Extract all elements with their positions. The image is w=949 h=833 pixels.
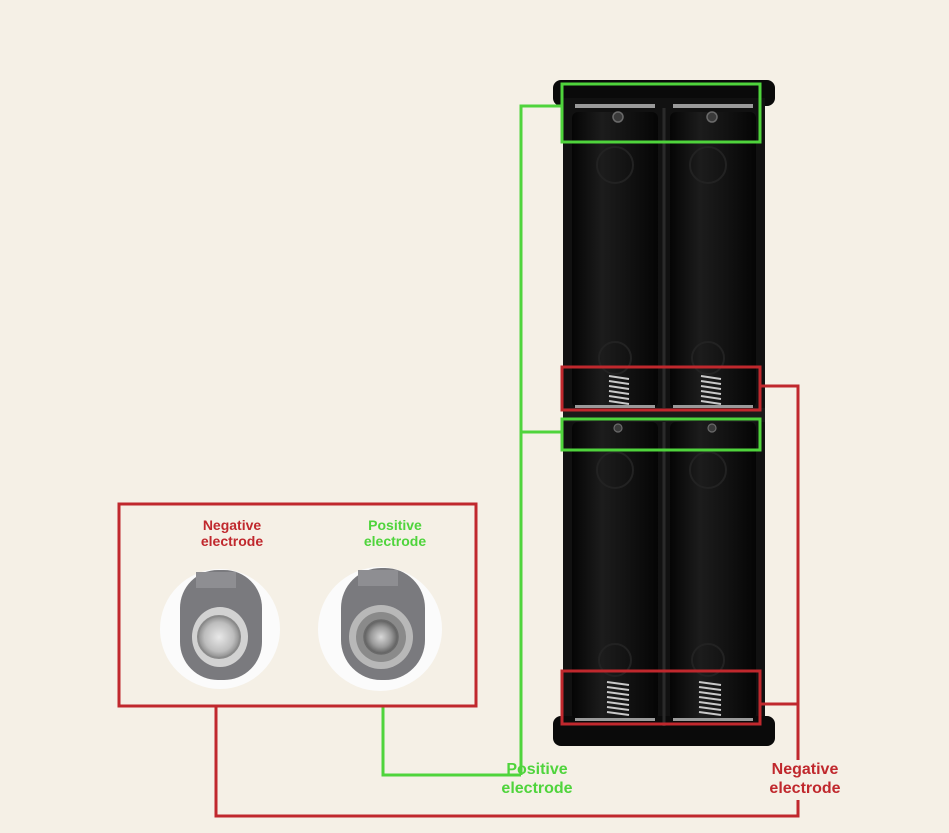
middle-contact-rivet [613, 423, 623, 433]
callout-negative-label: Negative electrode [769, 761, 841, 797]
bottom-spring-plate-left [575, 718, 655, 721]
mould-mark [598, 643, 632, 677]
positive-highlight-middle [560, 417, 762, 452]
cell-channel-lower-left [572, 422, 658, 720]
positive-connector-lines [381, 104, 562, 777]
mould-mark [598, 341, 632, 375]
mould-mark [596, 146, 634, 184]
spring-middle-right [700, 375, 722, 405]
middle-spring-plate-right [673, 405, 753, 408]
cell-channel-upper-right [670, 112, 756, 408]
spring-bottom-left [606, 681, 630, 716]
top-contact-plate-right [673, 104, 753, 108]
bottom-spring-plate-right [673, 718, 753, 721]
cell-channel-upper-left [572, 112, 658, 408]
top-contact-rivet [706, 111, 718, 123]
top-contact-plate-left [575, 104, 655, 108]
top-contact-rivet [612, 111, 624, 123]
spring-bottom-right [698, 681, 722, 716]
mould-mark [689, 451, 727, 489]
mould-mark [689, 146, 727, 184]
middle-contact-rivet [707, 423, 717, 433]
negative-connector-lines [214, 384, 800, 818]
inset-negative-label: Negative electrode [200, 517, 264, 549]
cell-channel-lower-right [670, 422, 756, 720]
positive-highlight-top [560, 82, 762, 144]
callout-positive-label: Positive electrode [501, 761, 573, 797]
battery-negative-end-photo [160, 569, 280, 689]
middle-spring-plate-left [575, 405, 655, 408]
battery-positive-end-photo [318, 567, 442, 691]
mould-mark [691, 643, 725, 677]
battery-holder [553, 80, 775, 746]
spring-middle-left [608, 375, 630, 405]
negative-highlight-bottom [560, 669, 762, 726]
mould-mark [596, 451, 634, 489]
negative-highlight-middle [560, 365, 762, 412]
mould-mark [691, 341, 725, 375]
inset-positive-label: Positive electrode [363, 517, 427, 549]
